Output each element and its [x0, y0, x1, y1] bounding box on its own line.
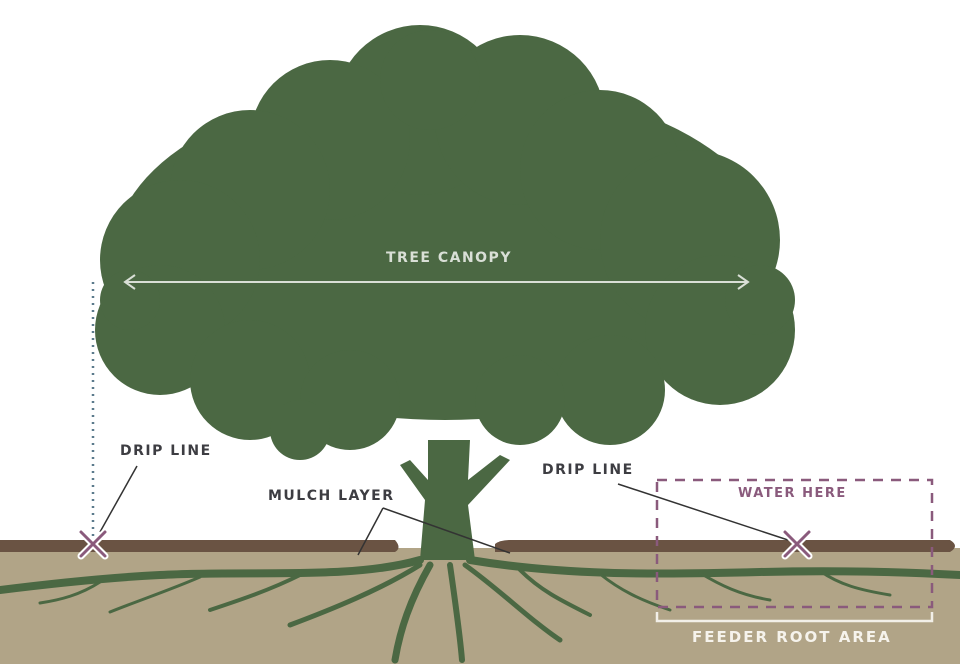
- water-here-box: [655, 478, 934, 609]
- tree-roots: [0, 556, 960, 664]
- tree-canopy-label: TREE CANOPY: [386, 250, 512, 266]
- water-here-label: WATER HERE: [738, 486, 847, 501]
- drip-line-left-label: DRIP LINE: [120, 443, 212, 459]
- canopy-width-arrow: [123, 274, 750, 290]
- mulch-layer-label: MULCH LAYER: [268, 488, 395, 504]
- soil: [0, 548, 960, 664]
- feeder-root-area-label: FEEDER ROOT AREA: [692, 628, 892, 646]
- mulch-layer-right: [495, 540, 955, 552]
- tree-canopy: [95, 25, 795, 460]
- drip-line-right-label: DRIP LINE: [542, 462, 634, 478]
- tree-trunk: [400, 440, 510, 560]
- mulch-layer-left: [0, 540, 399, 552]
- leader-lines: [99, 465, 789, 556]
- feeder-root-bracket: [655, 612, 934, 623]
